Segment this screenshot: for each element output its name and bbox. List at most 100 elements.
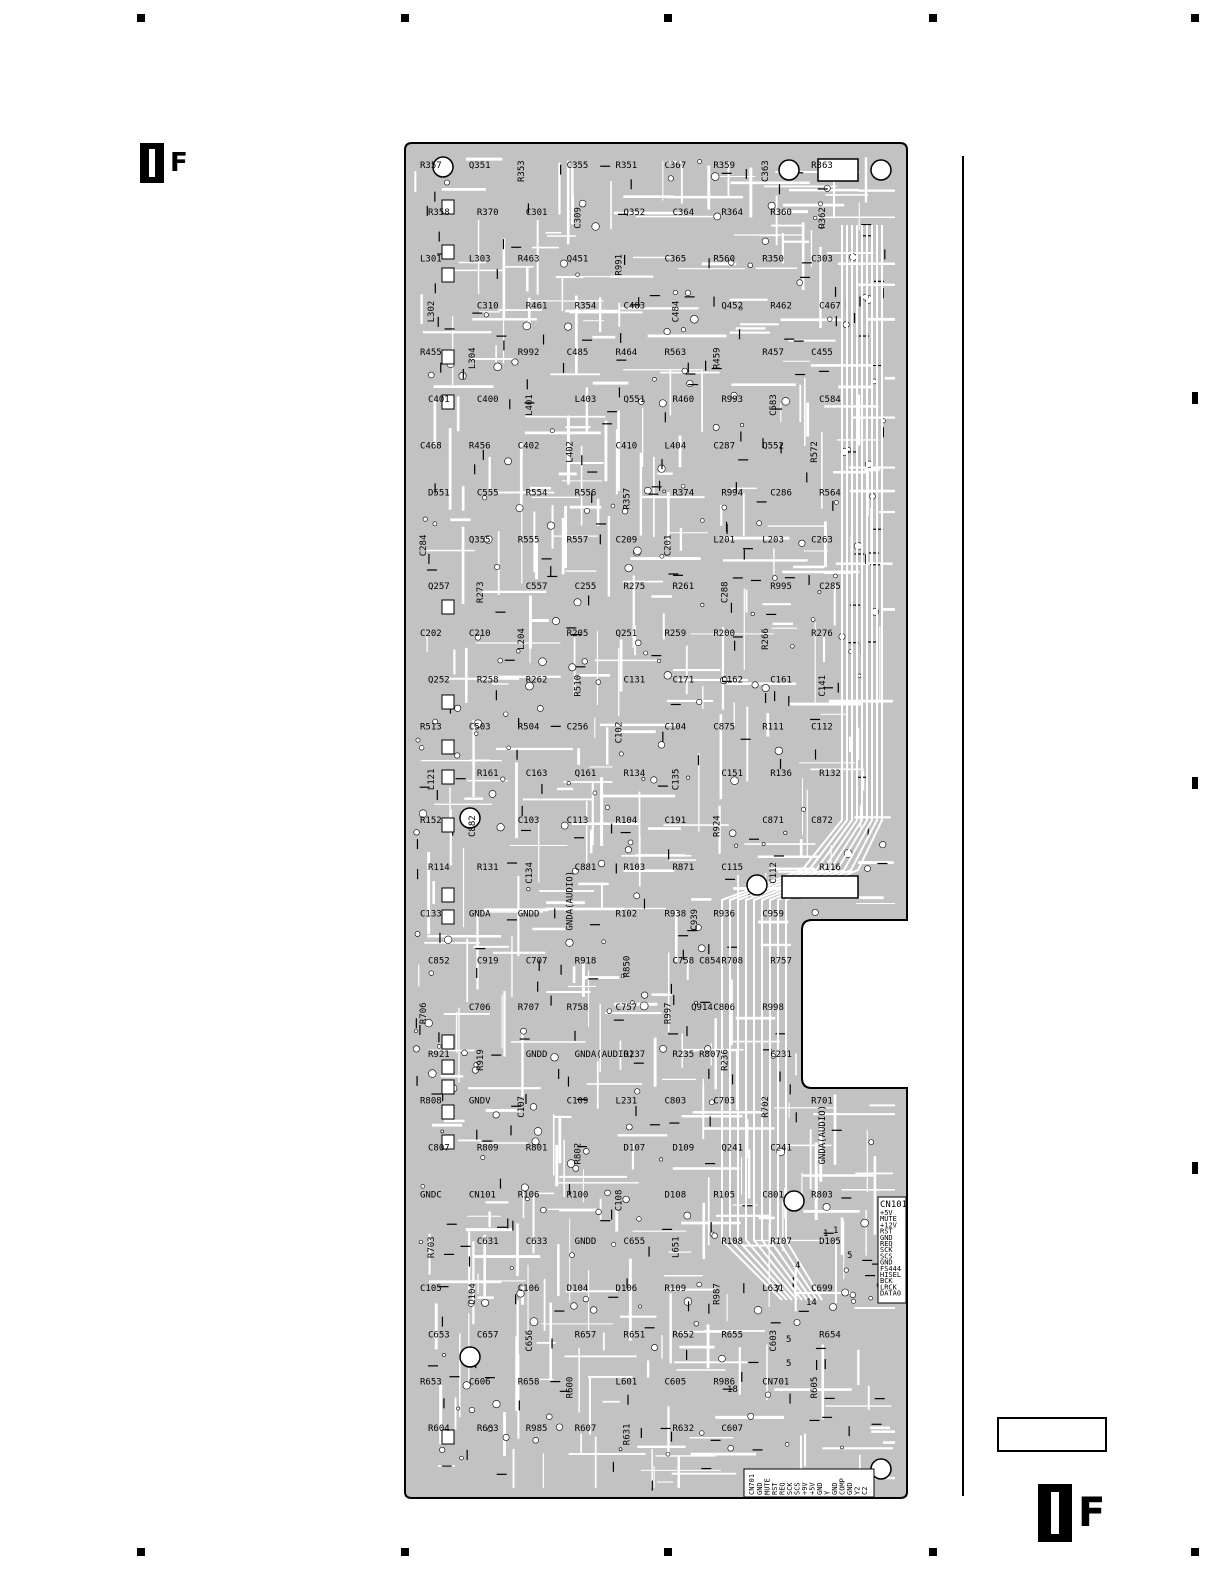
solder-pad bbox=[570, 1302, 578, 1310]
component-label: R200 bbox=[713, 629, 735, 639]
component-label: C410 bbox=[616, 442, 638, 452]
component-label: L201 bbox=[713, 535, 735, 545]
edge-pad bbox=[441, 694, 455, 710]
solder-pad bbox=[764, 1391, 772, 1398]
component-label: L301 bbox=[420, 255, 442, 265]
component-label: C699 bbox=[811, 1284, 833, 1294]
component-label: C209 bbox=[616, 535, 638, 545]
connector-pin-label: GND bbox=[831, 1482, 839, 1495]
solder-pad bbox=[525, 1196, 530, 1202]
sheet-divider-line bbox=[962, 156, 964, 1496]
solder-pad bbox=[727, 1445, 734, 1452]
component-label: R987 bbox=[712, 1283, 722, 1305]
grid-number: 5 bbox=[786, 1359, 791, 1369]
component-label: R100 bbox=[567, 1190, 589, 1200]
solder-pad bbox=[506, 745, 511, 750]
solder-pad bbox=[473, 719, 483, 728]
solder-pad bbox=[604, 804, 610, 810]
solder-pad bbox=[467, 1299, 475, 1307]
component-label: R205 bbox=[567, 629, 589, 639]
solder-pad bbox=[522, 321, 531, 331]
solder-pad bbox=[419, 745, 425, 751]
solder-pad bbox=[672, 290, 678, 296]
solder-pad bbox=[658, 399, 667, 408]
solder-pad bbox=[529, 1317, 539, 1327]
component-label: C151 bbox=[721, 769, 743, 779]
solder-pad bbox=[663, 671, 672, 680]
solder-pad bbox=[483, 312, 489, 318]
component-label: R357 bbox=[623, 488, 633, 510]
solder-pad bbox=[606, 1008, 613, 1014]
connector-label: CN101 bbox=[880, 1200, 907, 1210]
solder-pad bbox=[853, 541, 863, 551]
solder-pad bbox=[857, 673, 862, 678]
component-label: R374 bbox=[672, 489, 694, 499]
connector-pin-label: MUTE bbox=[764, 1478, 772, 1495]
solder-pad bbox=[793, 1319, 801, 1326]
solder-pad bbox=[813, 215, 818, 221]
solder-pad bbox=[699, 1430, 705, 1436]
component-label: C801 bbox=[762, 1190, 784, 1200]
component-label: R703 bbox=[427, 1236, 437, 1258]
solder-pad bbox=[696, 699, 703, 706]
solder-pad bbox=[559, 259, 568, 268]
component-label: D105 bbox=[819, 1237, 841, 1247]
component-label: C163 bbox=[526, 769, 548, 779]
component-label: R107 bbox=[770, 1237, 792, 1247]
solder-pad bbox=[652, 376, 657, 382]
component-label: L231 bbox=[616, 1097, 638, 1107]
component-label: R131 bbox=[477, 863, 499, 873]
component-label: Q161 bbox=[575, 769, 597, 779]
solder-pad bbox=[641, 776, 646, 781]
solder-pad bbox=[781, 397, 790, 406]
solder-pad bbox=[709, 1099, 715, 1106]
component-label: R235 bbox=[672, 1050, 694, 1060]
solder-pad bbox=[627, 839, 634, 846]
component-label: R276 bbox=[811, 629, 833, 639]
component-label: Q252 bbox=[428, 676, 450, 686]
solder-pad bbox=[483, 535, 493, 544]
component-label: L601 bbox=[616, 1377, 638, 1387]
component-label: GNDA bbox=[469, 910, 491, 920]
solder-pad bbox=[526, 887, 531, 892]
component-label: C400 bbox=[477, 395, 499, 405]
registration-mark-bottom-2 bbox=[401, 1548, 409, 1556]
cutout-slot bbox=[817, 158, 859, 182]
component-label: R600 bbox=[566, 1377, 576, 1399]
solder-pad bbox=[573, 598, 582, 607]
component-label: D106 bbox=[616, 1284, 638, 1294]
solder-pad bbox=[756, 520, 762, 526]
component-label: C959 bbox=[762, 910, 784, 920]
solder-pad bbox=[818, 201, 823, 207]
solder-pad bbox=[636, 1216, 642, 1222]
component-label: C468 bbox=[420, 442, 442, 452]
solder-pad bbox=[428, 970, 434, 976]
component-label: L401 bbox=[525, 394, 535, 416]
component-label: R701 bbox=[811, 1097, 833, 1107]
component-label: R464 bbox=[616, 348, 638, 358]
connector-pin-label: +5V bbox=[809, 1482, 817, 1495]
solder-pad bbox=[860, 1218, 869, 1228]
solder-pad bbox=[662, 489, 667, 494]
connector-pin-label: LRCK bbox=[880, 1283, 898, 1291]
component-label: C882 bbox=[468, 815, 478, 837]
edge-pad bbox=[441, 887, 455, 903]
solder-pad bbox=[610, 503, 616, 509]
solder-pad bbox=[456, 1406, 461, 1411]
component-label: L121 bbox=[427, 769, 437, 791]
component-label: R938 bbox=[664, 910, 686, 920]
connector-pin-label: Y2 bbox=[854, 1487, 862, 1495]
component-label: R604 bbox=[428, 1424, 450, 1434]
solder-pad bbox=[414, 931, 421, 937]
section-block-icon bbox=[140, 143, 164, 183]
component-label: R556 bbox=[575, 489, 597, 499]
component-label: R103 bbox=[624, 863, 646, 873]
solder-pad bbox=[482, 495, 488, 501]
connector-pin-label: C2 bbox=[861, 1487, 869, 1495]
solder-pad bbox=[833, 573, 838, 579]
solder-pad bbox=[796, 279, 803, 286]
solder-pad bbox=[540, 1206, 547, 1214]
solder-pad bbox=[650, 776, 658, 784]
